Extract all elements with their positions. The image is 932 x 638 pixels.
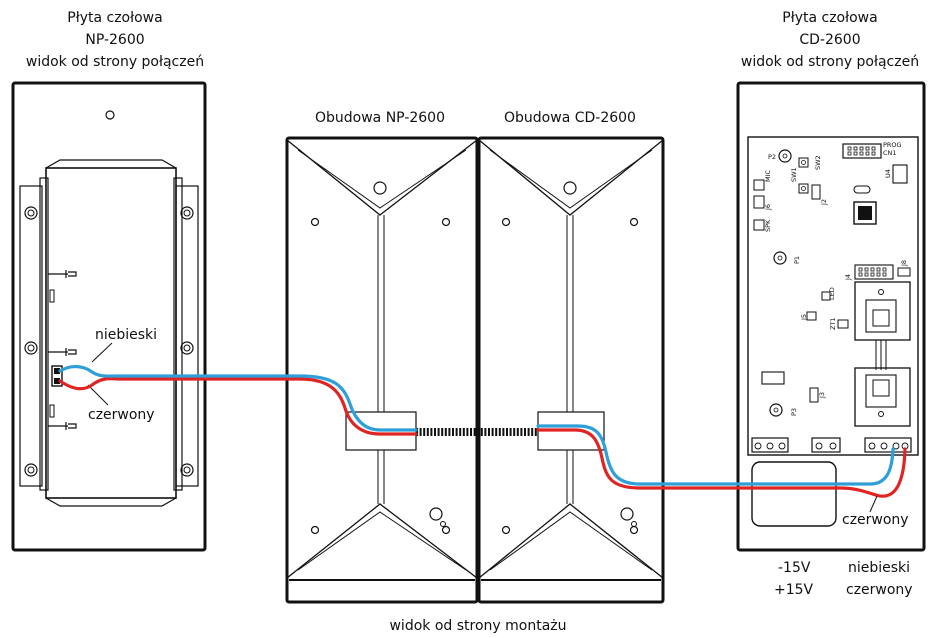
leader-red-left: [87, 384, 109, 406]
pcb-label-prog: PROG: [883, 141, 902, 149]
left-panel-title-line2: NP-2600: [85, 32, 144, 48]
pcb-label-j4: J4: [844, 274, 852, 281]
cd-housing: [477, 136, 665, 604]
np-front-panel: [11, 81, 207, 552]
housing-cd-label: Obudowa CD-2600: [504, 110, 636, 126]
legend-blue-label: niebieski: [848, 560, 910, 576]
wire-red-left-run: [58, 377, 418, 436]
legend-red-label: czerwony: [846, 582, 913, 598]
leader-red-right: [869, 495, 878, 513]
wire-blue-right-run: [536, 424, 895, 486]
nut-left-bot: [24, 463, 38, 477]
pcb-label-mic: MIC: [764, 169, 772, 182]
housing-np-label: Obudowa NP-2600: [315, 110, 445, 126]
pcb-label-p2: P2: [768, 153, 776, 161]
left-panel-title-line1: Płyta czołowa: [67, 10, 162, 26]
wire-blue-left-run: [58, 365, 418, 432]
right-panel-title-line2: CD-2600: [799, 32, 860, 48]
pcb-label-j6: J6: [764, 204, 772, 211]
pcb-labels: PROG CN1 P2 SW1 SW2 MIC U4 J6 J2 SPK P1 …: [764, 141, 908, 416]
wire-label-red-left: czerwony: [88, 407, 155, 423]
nut-left-top: [24, 206, 38, 220]
pcb-label-zt1: ZT1: [829, 317, 837, 330]
nut-right-bot: [180, 463, 194, 477]
pcb-label-j8: J8: [900, 260, 908, 267]
np-housing: [285, 136, 479, 604]
wire-label-red-right: czerwony: [842, 512, 909, 528]
right-panel-title-line3: widok od strony połączeń: [741, 54, 919, 70]
leader-blue-left: [91, 342, 113, 363]
pcb-label-j2: J2: [820, 199, 828, 206]
pcb-label-sw2: SW2: [814, 155, 822, 170]
bottom-caption: widok od strony montażu: [389, 618, 566, 634]
nut-left-mid: [24, 341, 38, 355]
wire-pair: [58, 365, 907, 498]
pcb-label-u4: U4: [884, 169, 892, 178]
wire-label-blue-left: niebieski: [95, 327, 157, 343]
wire-red-right-run: [536, 428, 907, 498]
pcb-label-led: LED: [828, 287, 836, 300]
pcb-label-j3: J3: [818, 392, 826, 399]
left-panel-title-line3: widok od strony połączeń: [26, 54, 204, 70]
voltage-neg-label: -15V: [778, 560, 811, 576]
pcb-label-cn1: CN1: [883, 149, 897, 157]
pcb-label-j5: J5: [800, 314, 808, 321]
pcb-label-sw1: SW1: [790, 167, 798, 182]
pcb-label-p3: P3: [790, 408, 798, 416]
voltage-pos-label: +15V: [774, 582, 814, 598]
pcb-label-spk: SPK: [764, 219, 772, 232]
pcb-label-p1: P1: [793, 256, 801, 264]
right-panel-title-line1: Płyta czołowa: [782, 10, 877, 26]
nut-right-mid: [180, 341, 194, 355]
nut-right-top: [180, 206, 194, 220]
